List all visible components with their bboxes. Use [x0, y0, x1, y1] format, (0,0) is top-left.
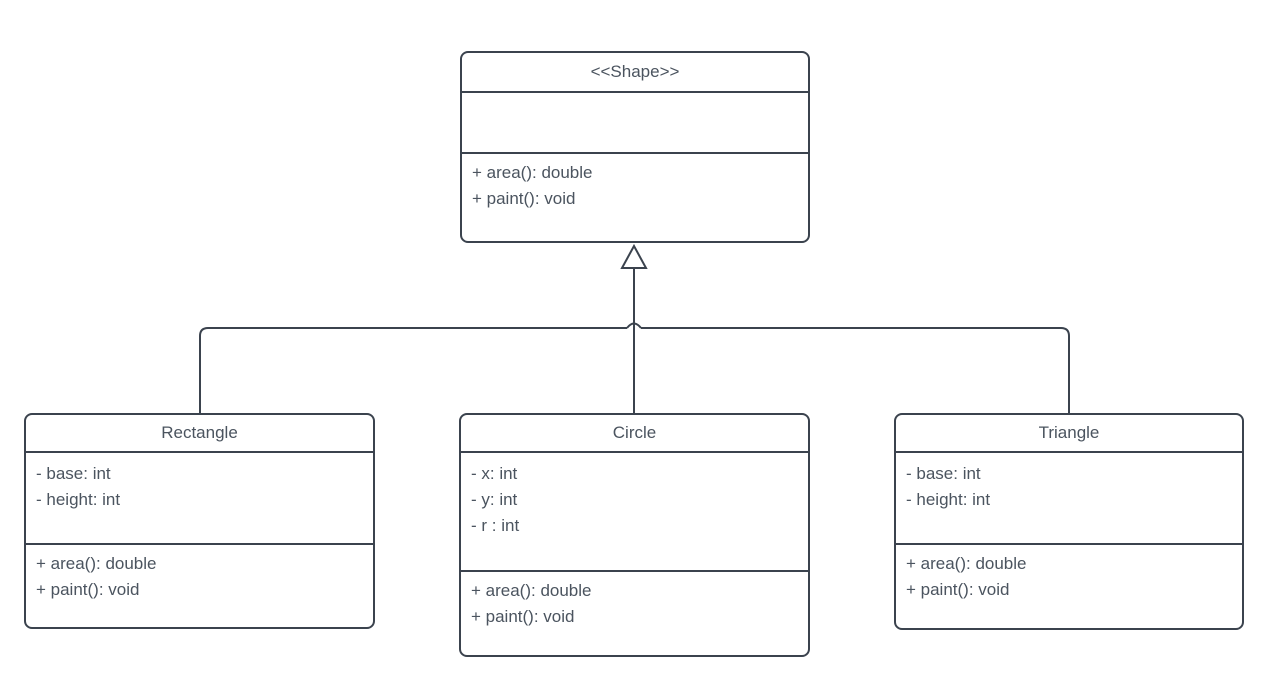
class-rectangle-attributes: - base: int - height: int: [26, 453, 373, 545]
class-rectangle[interactable]: Rectangle - base: int - height: int + ar…: [24, 413, 375, 629]
inheritance-line-rectangle[interactable]: [199, 327, 627, 413]
class-shape-attributes: [462, 93, 808, 154]
attribute-line: - height: int: [36, 490, 121, 509]
method-line: + paint(): void: [471, 607, 575, 626]
inheritance-line-triangle[interactable]: [641, 327, 1070, 413]
method-line: + paint(): void: [472, 189, 576, 208]
class-triangle-title: Triangle: [896, 415, 1242, 453]
class-triangle-methods: + area(): double + paint(): void: [896, 545, 1242, 628]
attribute-line: - x: int: [471, 464, 518, 483]
method-line: + paint(): void: [906, 580, 1010, 599]
attribute-line: - base: int: [36, 464, 111, 483]
class-rectangle-title: Rectangle: [26, 415, 373, 453]
class-circle-title: Circle: [461, 415, 808, 453]
method-line: + area(): double: [472, 163, 593, 182]
attribute-line: - r : int: [471, 516, 520, 535]
attribute-line: - y: int: [471, 490, 518, 509]
class-circle[interactable]: Circle - x: int - y: int - r : int + are…: [459, 413, 810, 657]
class-circle-attributes: - x: int - y: int - r : int: [461, 453, 808, 572]
class-shape-methods: + area(): double + paint(): void: [462, 154, 808, 241]
attribute-line: - height: int: [906, 490, 991, 509]
inheritance-arrowhead[interactable]: [620, 243, 648, 269]
attribute-line: - base: int: [906, 464, 981, 483]
class-rectangle-methods: + area(): double + paint(): void: [26, 545, 373, 627]
method-line: + paint(): void: [36, 580, 140, 599]
class-shape[interactable]: <<Shape>> + area(): double + paint(): vo…: [460, 51, 810, 243]
line-hop: [626, 322, 642, 329]
method-line: + area(): double: [471, 581, 592, 600]
class-triangle-attributes: - base: int - height: int: [896, 453, 1242, 545]
class-shape-title: <<Shape>>: [462, 53, 808, 93]
class-circle-methods: + area(): double + paint(): void: [461, 572, 808, 655]
method-line: + area(): double: [906, 554, 1027, 573]
method-line: + area(): double: [36, 554, 157, 573]
class-triangle[interactable]: Triangle - base: int - height: int + are…: [894, 413, 1244, 630]
